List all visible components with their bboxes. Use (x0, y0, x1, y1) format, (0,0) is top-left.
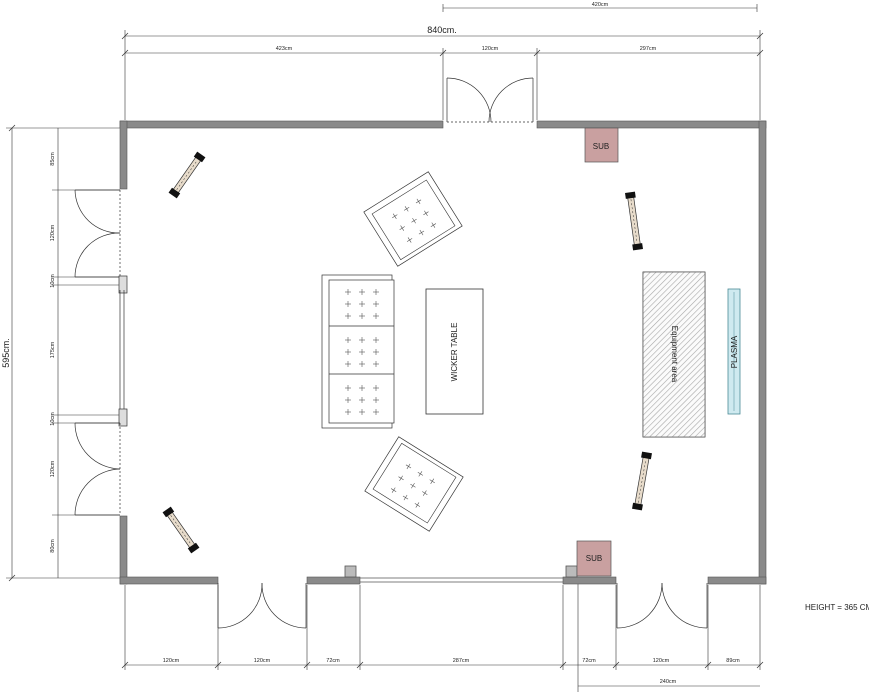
subwoofer-top: SUB (584, 127, 619, 163)
tuft-stroke (419, 229, 424, 236)
dim-top-door: 120cm (482, 46, 499, 52)
sofa (321, 274, 395, 429)
speaker-front-left (168, 151, 206, 199)
wicker-table-label: WICKER TABLE (450, 323, 459, 382)
dim-top-left: 423cm (276, 46, 293, 52)
speaker-front-right (625, 191, 643, 251)
tuft-stroke (404, 206, 409, 212)
tuft-stroke (406, 463, 411, 470)
dim-bottom-seg: 287cm (453, 658, 470, 664)
equipment-area: Equipment area (642, 271, 706, 438)
dimension-ticks (8, 32, 764, 669)
dim-left-seg: 120cm (50, 460, 56, 477)
armchair-top (363, 171, 463, 267)
doors (74, 77, 708, 629)
tuft-stroke (391, 487, 396, 493)
dimension-labels: 420cm 840cm. 423cm 120cm 297cm 595cm. 85… (1, 2, 740, 685)
tuft-stroke (430, 478, 435, 484)
height-note: HEIGHT = 365 CM (805, 603, 869, 612)
dim-bottom-seg: 120cm (254, 658, 271, 664)
armchair-bottom (364, 436, 464, 532)
sub-bottom-label: SUB (586, 554, 602, 563)
dim-left-seg: 80cm (50, 539, 56, 553)
speaker-rear-right (632, 451, 652, 511)
subwoofer-bottom: SUB (576, 540, 612, 577)
dim-left-seg: 85cm (50, 152, 56, 166)
dim-bottom-right-span: 240cm (660, 679, 677, 685)
speakers (162, 151, 652, 554)
tuft-stroke (424, 210, 428, 216)
armchair-tufts (392, 198, 437, 243)
dim-bottom-seg: 89cm (726, 658, 740, 664)
walls (119, 120, 767, 585)
dim-overall-width: 840cm. (427, 25, 457, 35)
dim-left-seg: 120cm (50, 224, 56, 241)
dim-bottom-seg: 72cm (326, 658, 340, 664)
tuft-stroke (422, 490, 427, 496)
tuft-stroke (392, 213, 397, 219)
dim-overall-depth: 595cm. (1, 338, 11, 368)
dim-top-right: 297cm (640, 46, 657, 52)
sofa-tufts (345, 289, 379, 415)
tuft-stroke (412, 217, 416, 224)
tuft-stroke (411, 482, 415, 489)
dim-left-seg: 10cm (50, 274, 56, 288)
sub-top-label: SUB (593, 142, 609, 151)
tuft-stroke (403, 494, 408, 501)
tuft-stroke (418, 471, 423, 477)
tuft-stroke (431, 222, 436, 228)
dim-bottom-seg: 120cm (163, 658, 180, 664)
tuft-stroke (415, 502, 420, 508)
speaker-rear-left (162, 506, 200, 554)
dim-top-right-span: 420cm (592, 2, 609, 8)
wicker-table: WICKER TABLE (425, 288, 484, 415)
bottom-window (344, 565, 578, 583)
plasma-screen: PLASMA (727, 288, 741, 415)
armchair-tufts (390, 463, 435, 508)
dim-bottom-seg: 72cm (582, 658, 596, 664)
tuft-stroke (407, 237, 412, 243)
dim-left-seg: 175cm (50, 341, 56, 358)
tuft-stroke (399, 475, 403, 481)
dim-left-seg: 10cm (50, 412, 56, 426)
equipment-area-label: Equipment area (670, 326, 679, 383)
tuft-stroke (416, 198, 421, 205)
plasma-label: PLASMA (730, 335, 739, 368)
tuft-stroke (400, 225, 405, 231)
dim-bottom-seg: 120cm (653, 658, 670, 664)
